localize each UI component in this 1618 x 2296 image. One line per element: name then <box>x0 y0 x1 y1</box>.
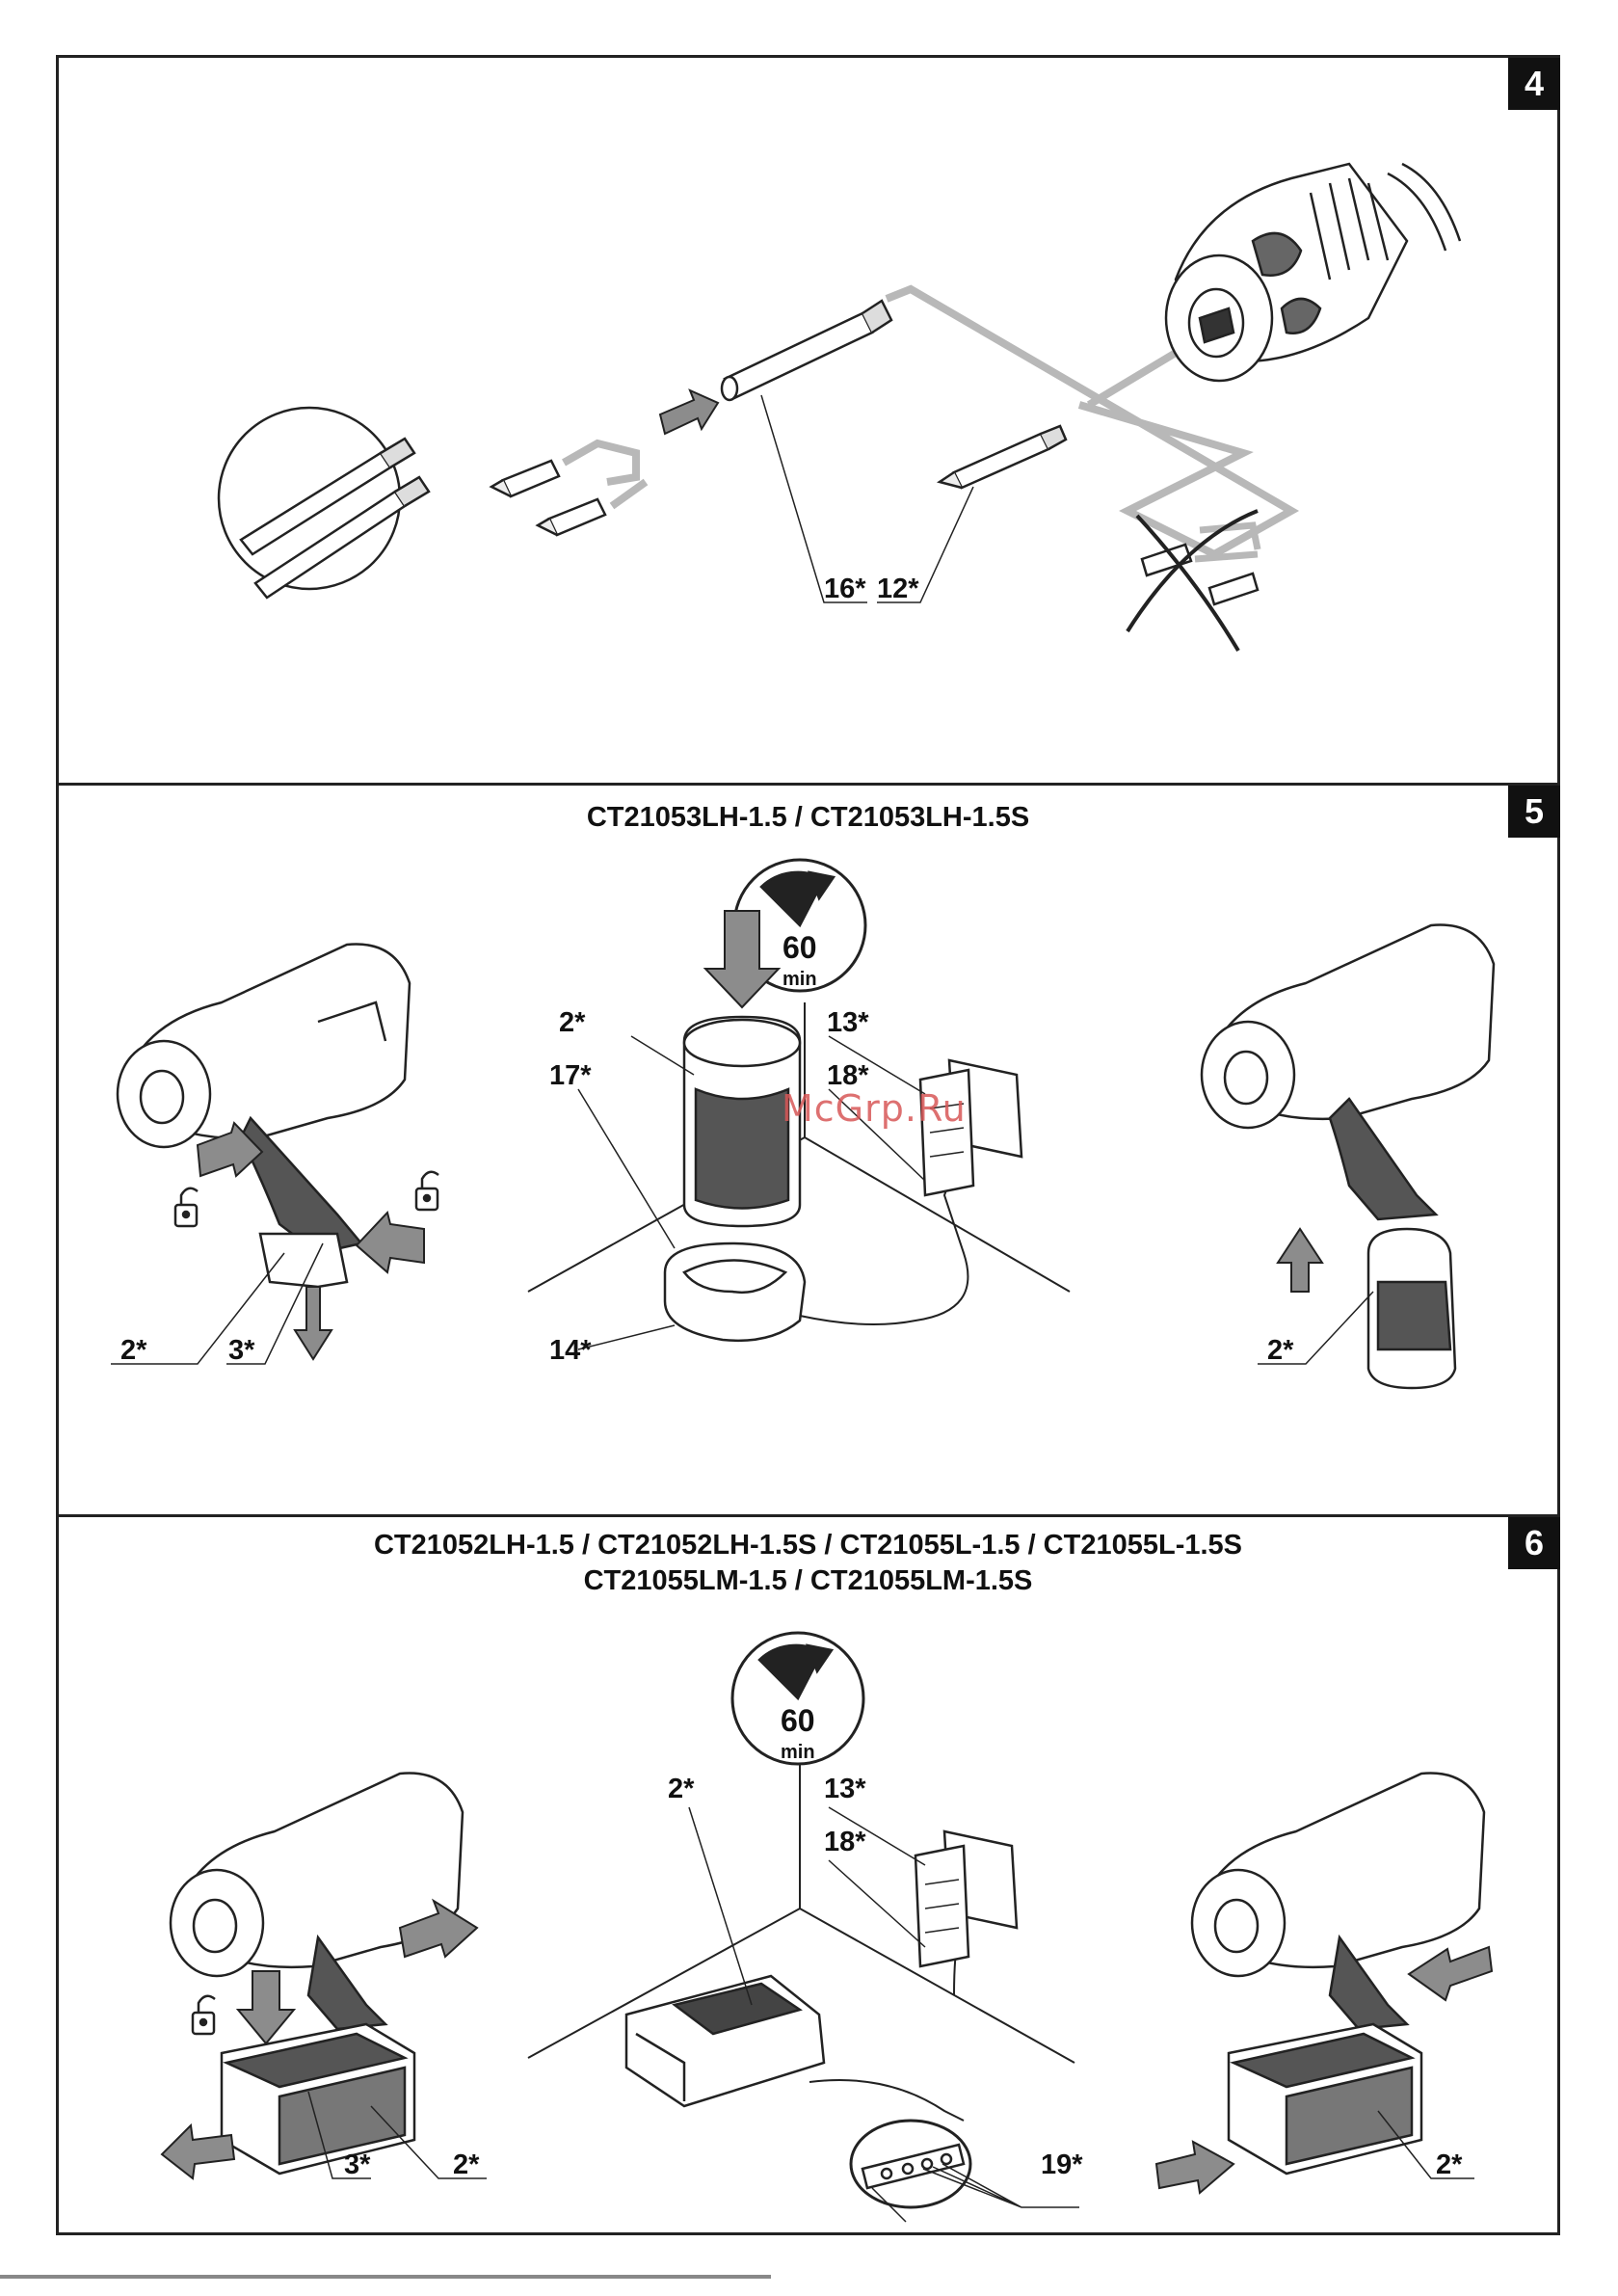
label-2-center-6: 2* <box>668 1774 694 1804</box>
lock-open-icon-left <box>175 1188 198 1226</box>
arrow-left-in-icon-6 <box>1409 1947 1492 2000</box>
label-3: 3* <box>228 1335 254 1366</box>
label-17: 17* <box>549 1060 592 1091</box>
arrow-right-in-icon-6 <box>1156 2142 1233 2193</box>
watermark: McGrp.Ru <box>782 1087 967 1130</box>
bit-holder-icon <box>722 301 891 400</box>
label-3-6: 3* <box>344 2149 370 2180</box>
label-2-left: 2* <box>120 1335 146 1366</box>
label-16: 16* <box>824 574 866 604</box>
label-13: 13* <box>827 1007 869 1038</box>
label-14: 14* <box>549 1335 592 1366</box>
arrow-up-icon <box>1278 1229 1322 1292</box>
charger-cable-6 <box>809 2080 964 2121</box>
label-18-6-leader <box>829 1860 925 1947</box>
arrow-down-icon-6 <box>238 1971 294 2043</box>
arrow-down-icon <box>295 1287 332 1359</box>
lock-open-icon-right <box>416 1172 438 1210</box>
label-2-center-6-leader <box>689 1807 752 2005</box>
label-14-leader <box>578 1325 675 1349</box>
lock-open-icon-6 <box>193 1996 215 2034</box>
timer-6-value: 60 <box>781 1705 815 1736</box>
label-2-center: 2* <box>559 1007 585 1038</box>
label-12: 12* <box>877 574 919 604</box>
bit-12-icon <box>940 426 1066 488</box>
timer-6-unit: min <box>781 1737 815 1768</box>
label-19: 19* <box>1041 2149 1083 2180</box>
drill-chuck-icon <box>1166 164 1460 381</box>
battery-pack-right-icon <box>1229 2024 1421 2174</box>
wrong-bits-icon <box>1127 511 1258 651</box>
label-2-6: 2* <box>453 2149 479 2180</box>
charger-6-icon <box>626 1976 824 2106</box>
power-adapter-icon-6 <box>915 1831 1017 1966</box>
label-13-6: 13* <box>824 1774 866 1804</box>
label-16-leader <box>761 395 867 602</box>
bit-path-left <box>564 443 646 506</box>
battery-pack-left-icon <box>222 2024 414 2174</box>
drill-left-icon-6 <box>171 1774 463 2030</box>
label-17-leader <box>578 1089 675 1248</box>
label-2-right: 2* <box>1267 1335 1293 1366</box>
label-18-6: 18* <box>824 1827 866 1857</box>
drill-right-icon <box>1202 925 1494 1220</box>
label-2-right-6: 2* <box>1436 2149 1462 2180</box>
charger-base-icon <box>665 1243 805 1341</box>
footer-line <box>0 2275 771 2279</box>
panel-6-illustration <box>162 1633 1492 2222</box>
screwdriver-bits-icon <box>491 461 605 535</box>
battery-right-icon <box>1368 1229 1455 1388</box>
insert-arrow-icon <box>660 390 718 434</box>
arrow-right-in-icon <box>357 1213 424 1272</box>
timer-5-value: 60 <box>782 932 817 963</box>
timer-5-unit: min <box>782 964 817 995</box>
